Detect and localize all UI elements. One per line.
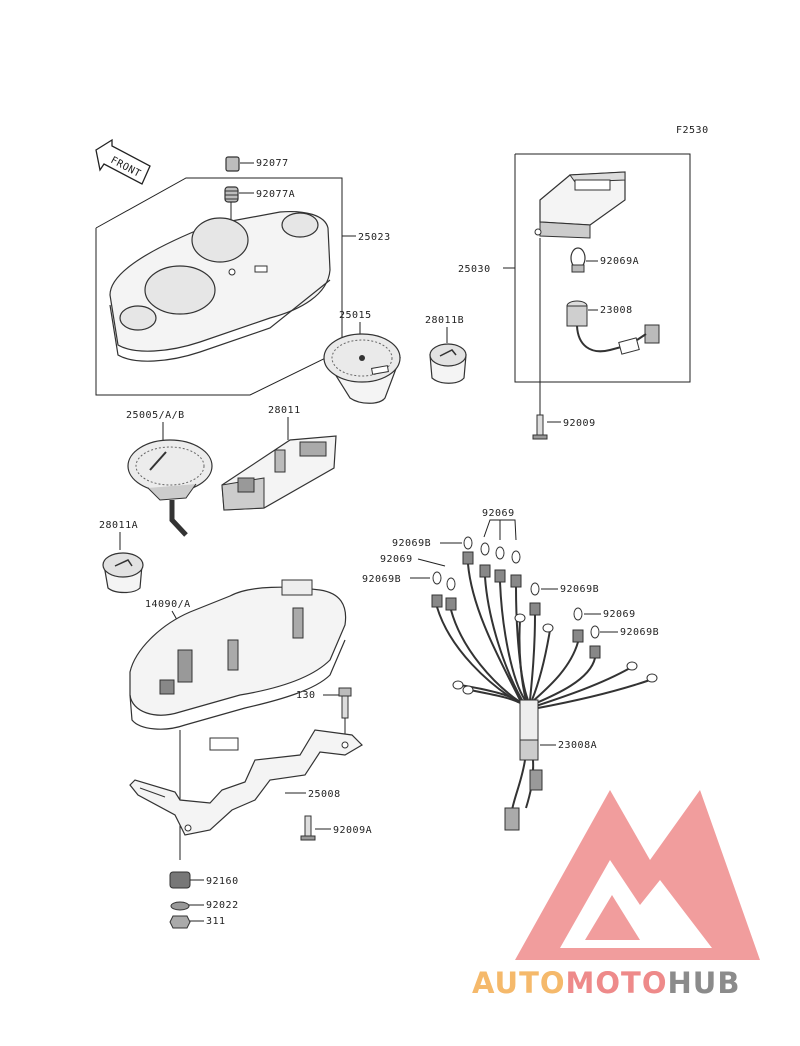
watermark-auto: AUTO (472, 966, 566, 1000)
label-92069-top: 92069 (482, 508, 515, 519)
label-28011B: 28011B (425, 315, 464, 326)
front-arrow-icon: FRONT (95, 138, 151, 185)
wiring-harness-23008A-icon (431, 536, 658, 831)
label-92077A: 92077A (256, 189, 295, 200)
grommet-92077A-icon (224, 186, 239, 203)
watermark-text: AUTOMOTOHUB (472, 966, 740, 1000)
label-92160: 92160 (206, 876, 239, 887)
nut-311-icon (169, 915, 191, 929)
socket-28011B-icon (429, 343, 467, 384)
label-92077: 92077 (256, 158, 289, 169)
bulb-92069A-icon (570, 247, 586, 273)
figure-code: F2530 (676, 125, 709, 136)
socket-28011A-icon (102, 552, 144, 594)
gauge-25015-icon (323, 333, 401, 404)
label-92069B-4: 92069B (560, 584, 599, 595)
label-92069A: 92069A (600, 256, 639, 267)
label-25008: 25008 (308, 789, 341, 800)
label-14090: 14090/A (145, 599, 191, 610)
meter-cover-25023-icon (109, 210, 331, 362)
label-92009: 92009 (563, 418, 596, 429)
watermark-moto: MOTO (565, 966, 668, 1000)
label-25015: 25015 (339, 310, 372, 321)
washer-92022-icon (170, 901, 190, 911)
label-92069-5: 92069 (603, 609, 636, 620)
screw-92009-icon (532, 414, 548, 440)
label-311: 311 (206, 916, 226, 927)
label-92069B-3: 92069B (362, 574, 401, 585)
bolt-130-icon (338, 687, 352, 719)
label-130: 130 (296, 690, 316, 701)
label-28011A: 28011A (99, 520, 138, 531)
label-25023: 25023 (358, 232, 391, 243)
case-14090-icon (129, 579, 347, 730)
label-23008: 23008 (600, 305, 633, 316)
label-28011: 28011 (268, 405, 301, 416)
group-frame-25030 (514, 153, 691, 383)
label-92069B-1: 92069B (392, 538, 431, 549)
watermark-hub: HUB (667, 966, 741, 1000)
indicator-unit-25030-icon (534, 171, 626, 239)
label-23008A: 23008A (558, 740, 597, 751)
bracket-25008-icon (129, 729, 363, 836)
label-25030: 25030 (458, 264, 491, 275)
meter-25005-icon (127, 439, 213, 537)
watermark-logo-icon (515, 790, 760, 960)
socket-23008-icon (566, 300, 660, 355)
screw-92009A-icon (300, 815, 316, 841)
label-25005: 25005/A/B (126, 410, 185, 421)
label-92069B-6: 92069B (620, 627, 659, 638)
label-92009A: 92009A (333, 825, 372, 836)
label-92022: 92022 (206, 900, 239, 911)
label-92069-2: 92069 (380, 554, 413, 565)
damper-92160-icon (169, 871, 191, 889)
housing-28011-icon (221, 435, 337, 511)
cap-92077-icon (225, 156, 240, 172)
